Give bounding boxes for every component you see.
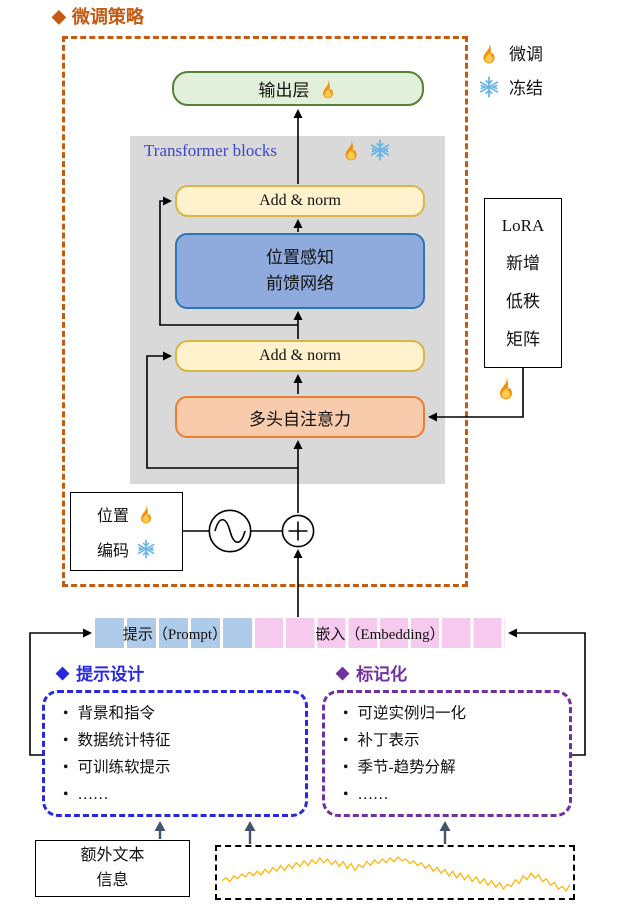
lora-line: 新增 (506, 254, 540, 273)
extra-text-line2: 信息 (96, 871, 129, 889)
time-series-box (215, 845, 575, 900)
list-item: 补丁表示 (343, 728, 569, 755)
diamond-marker: ◆ (336, 662, 350, 682)
transformer-blocks-label: Transformer blocks (144, 141, 277, 160)
list-item: 可训练软提示 (63, 755, 305, 782)
list-item: 背景和指令 (63, 701, 305, 728)
snowflake-icon (136, 539, 156, 559)
prompt-bar: 提示（Prompt） (95, 618, 255, 648)
lora-line: 矩阵 (506, 330, 540, 349)
feed-forward-box: 位置感知 前馈网络 (175, 233, 425, 309)
tokenization-title-text: 标记化 (356, 665, 408, 684)
list-item: 季节-趋势分解 (343, 755, 569, 782)
pos-enc-line2: 编码 (96, 543, 129, 560)
prompt-bar-label: 提示（Prompt） (122, 626, 228, 643)
strategy-title: ◆ 微调策略 (52, 3, 144, 29)
sine-wave-node (208, 509, 252, 553)
transformer-blocks-icons (340, 139, 391, 161)
flame-icon (478, 42, 500, 64)
time-series-plot (222, 856, 570, 893)
plus-node (281, 514, 315, 548)
legend-freeze-label: 冻结 (509, 79, 543, 98)
prompt-design-panel: 背景和指令数据统计特征可训练软提示…… (42, 690, 308, 817)
snowflake-icon (369, 139, 391, 161)
prompt-design-title: ◆ 提示设计 (56, 660, 144, 685)
snowflake-icon (478, 76, 500, 98)
legend-finetune: 微调 (478, 40, 543, 65)
list-item: …… (63, 782, 305, 809)
diamond-marker: ◆ (52, 5, 66, 26)
strategy-title-text: 微调策略 (71, 7, 144, 27)
extra-text-info-box: 额外文本 信息 (35, 840, 190, 897)
list-item: 可逆实例归一化 (343, 701, 569, 728)
lora-line: 低秩 (506, 292, 540, 311)
flame-icon (136, 504, 156, 524)
flame-icon (494, 376, 518, 400)
fine-tuning-strategy-region (62, 36, 468, 587)
lora-box: LoRA 新增低秩矩阵 (484, 198, 562, 368)
flame-icon (340, 139, 362, 161)
prompt-design-list: 背景和指令数据统计特征可训练软提示…… (45, 693, 305, 809)
lora-line: LoRA (501, 216, 545, 235)
list-item: 数据统计特征 (63, 728, 305, 755)
tokenization-title: ◆ 标记化 (336, 660, 407, 685)
pos-enc-line1: 位置 (96, 508, 129, 525)
ffn-line1: 位置感知 (266, 247, 334, 267)
positional-encoding-box: 位置 编码 (70, 492, 183, 571)
multi-head-attention-box: 多头自注意力 (175, 396, 425, 438)
ffn-line2: 前馈网络 (266, 274, 334, 293)
add-norm-bottom-box: Add & norm (175, 340, 425, 372)
embedding-bar: 嵌入（Embedding） (255, 618, 505, 648)
extra-text-line1: 额外文本 (80, 846, 145, 864)
embedding-bar-label: 嵌入（Embedding） (315, 626, 445, 643)
tokenization-panel: 可逆实例归一化补丁表示季节-趋势分解…… (322, 690, 572, 817)
time-series-line (222, 856, 570, 893)
list-item: …… (343, 782, 569, 809)
positional-encoding-row1: 位置 (97, 498, 156, 530)
add-norm-top-box: Add & norm (175, 185, 425, 217)
flame-icon (318, 79, 338, 99)
lora-lines: LoRA 新增低秩矩阵 (502, 207, 545, 359)
output-layer-label: 输出层 (258, 81, 310, 100)
output-layer-box: 输出层 (172, 71, 424, 106)
diamond-marker: ◆ (56, 662, 70, 682)
prompt-design-title-text: 提示设计 (76, 665, 145, 684)
positional-encoding-row2: 编码 (97, 533, 156, 565)
tokenization-list: 可逆实例归一化补丁表示季节-趋势分解…… (325, 693, 569, 809)
legend-finetune-label: 微调 (509, 45, 543, 64)
legend-freeze: 冻结 (478, 74, 543, 99)
